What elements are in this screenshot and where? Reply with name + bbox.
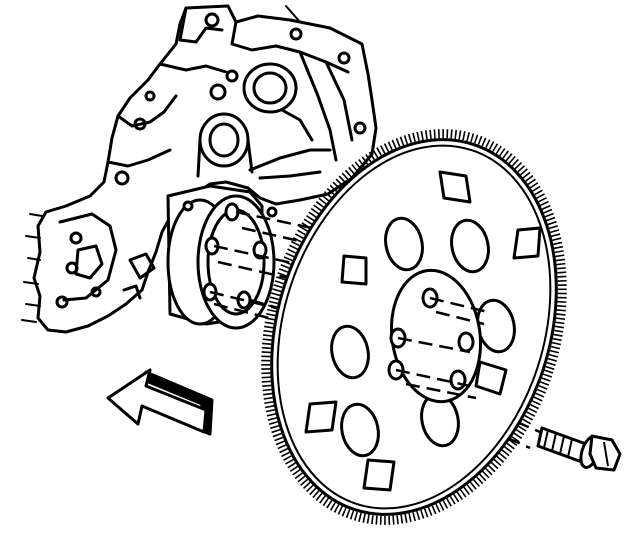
engine-block-rear-housing bbox=[21, 4, 378, 334]
hub-alignment-lines bbox=[395, 296, 489, 400]
installation-direction-arrow bbox=[106, 368, 214, 436]
flexplate-bolt bbox=[536, 426, 622, 472]
flexplate bbox=[261, 129, 567, 525]
